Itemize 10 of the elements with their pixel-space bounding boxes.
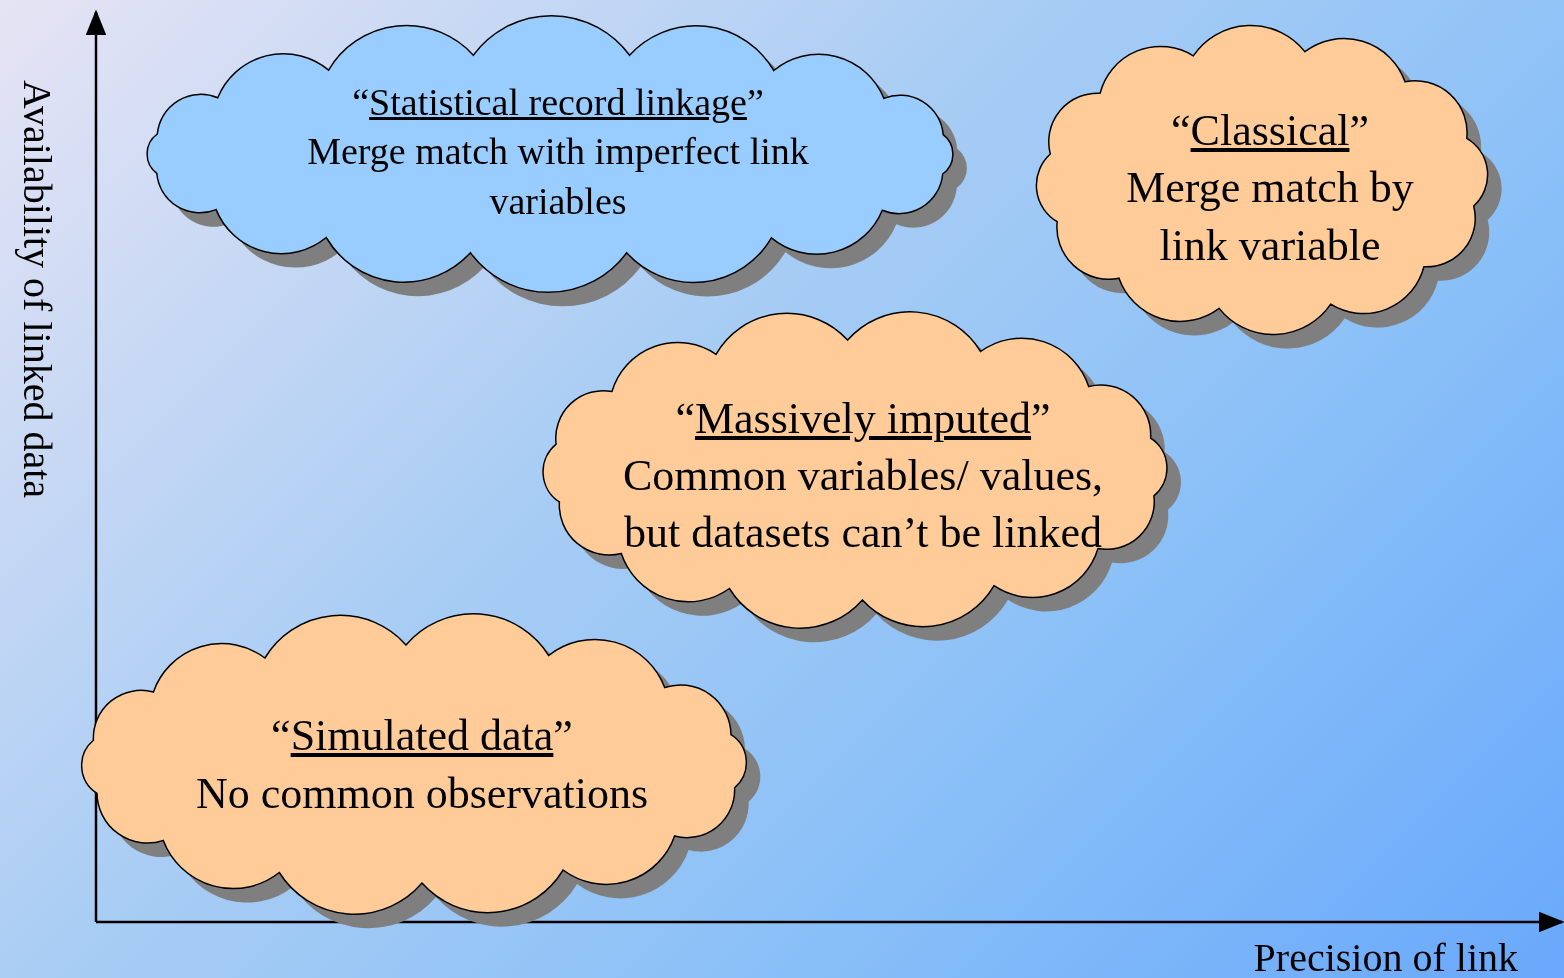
axis-label: Availability of linked data bbox=[14, 80, 61, 499]
cloud-text: Merge match by link variable bbox=[1125, 162, 1415, 272]
cloud-text: Merge match with imperfect link variables bbox=[306, 129, 810, 224]
cloud-heading: “Simulated data” bbox=[271, 710, 573, 763]
cloud-heading: “Classical” bbox=[1171, 105, 1369, 158]
cloud-heading: “Massively imputed” bbox=[675, 392, 1051, 445]
axis-label: Precision of link bbox=[1253, 934, 1518, 978]
cloud-heading: “Statistical record linkage” bbox=[352, 79, 764, 125]
cloud-text: Common variables/ values, but datasets can’t be linked bbox=[621, 449, 1105, 560]
cloud-text: No common observations bbox=[195, 767, 649, 820]
